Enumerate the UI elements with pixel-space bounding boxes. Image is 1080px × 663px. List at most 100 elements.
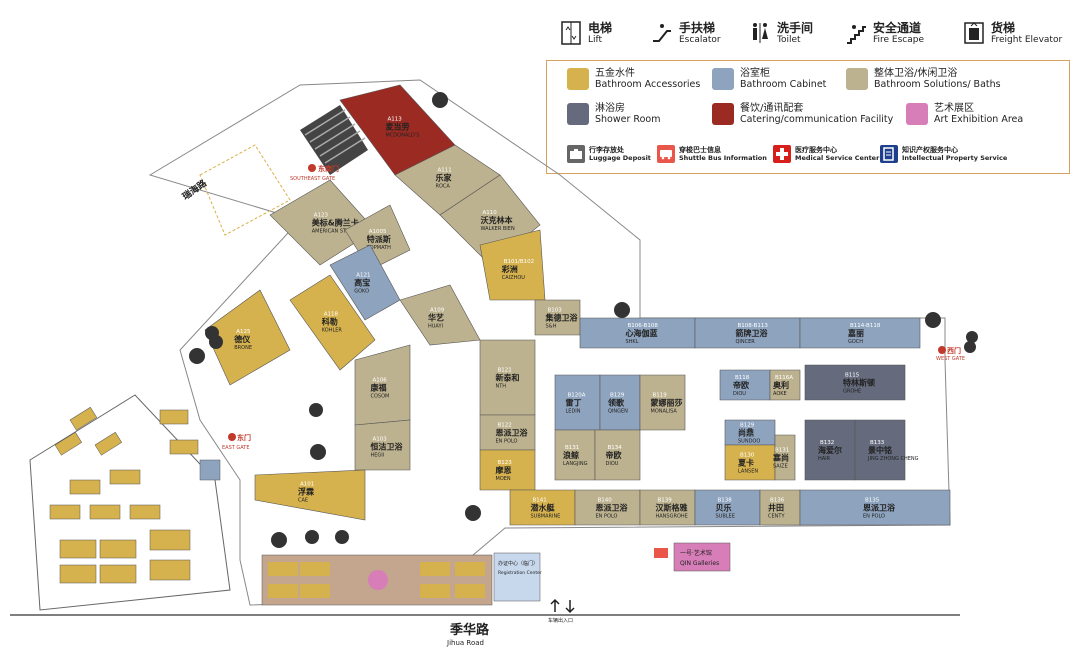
building-outline: [148, 79, 951, 606]
shop-unit[interactable]: [639, 374, 686, 431]
shop-name-en: GOKO: [354, 289, 369, 295]
svg-text:西门: 西门: [947, 346, 961, 355]
shop-name: 特派斯: [367, 234, 391, 244]
svg-text:SOUTHEAST GATE: SOUTHEAST GATE: [290, 176, 335, 182]
shop-name-en: SUBLEE: [716, 514, 735, 520]
shop-code: A123: [314, 213, 329, 219]
food-court: [261, 554, 493, 606]
shop-name-en: HAIR: [818, 456, 831, 462]
swatch-bathroom-cabinet: [712, 68, 734, 90]
shop-name: 井田: [768, 503, 784, 513]
shop-name: 雷丁: [566, 399, 582, 408]
shop-code: B123: [498, 460, 513, 466]
shop-name-en: HUAYI: [428, 324, 443, 330]
shop-name-en: KOHLER: [322, 327, 343, 333]
shop-unit[interactable]: [799, 489, 951, 526]
shop-units: A113麦当劳MCDONALD'SA111乐家ROCAA110沃克林本WALKE…: [204, 84, 951, 526]
shop-code: B122: [498, 423, 512, 429]
shop-unit[interactable]: [799, 317, 921, 349]
svg-text:东门: 东门: [237, 433, 251, 442]
shop-code: B130: [740, 453, 755, 459]
vehicle-entrance: 车辆出入口: [548, 598, 575, 624]
shop-name-en: MONALISA: [651, 409, 678, 415]
shop-code: B103: [548, 308, 563, 314]
shop-code: B108-B113: [738, 323, 769, 329]
shop-name: 嘉丽: [847, 328, 864, 338]
shop-name-en: DIOU: [733, 391, 746, 397]
shop-name: 彩洲: [501, 264, 518, 274]
shop-unit[interactable]: [289, 274, 376, 371]
shop-unit[interactable]: [594, 429, 641, 481]
shop-unit[interactable]: [354, 419, 411, 471]
ip-service-icon: [880, 145, 898, 163]
lift-icon: [189, 92, 941, 548]
svg-text:东南门: 东南门: [318, 164, 339, 173]
shop-unit[interactable]: [254, 469, 366, 521]
shop-code: B141: [533, 498, 547, 504]
shop-code: B139: [658, 498, 673, 504]
shop-name-en: CAE: [298, 497, 308, 503]
road-label-jihua-en: Jihua Road: [446, 639, 484, 647]
shop-unit[interactable]: [774, 434, 796, 481]
shop-name: 塞尚: [772, 453, 789, 463]
shop-code: A103: [373, 436, 388, 442]
gate-east: 东门 EAST GATE: [222, 433, 251, 451]
shop-name-en: HEGII: [371, 452, 385, 458]
shop-code: B119: [653, 393, 668, 399]
shop-name-en: EN POLO: [596, 514, 618, 520]
shop-code: B131: [775, 448, 789, 454]
toilet-icon: [205, 326, 978, 544]
shop-name-en: EN POLO: [863, 514, 885, 520]
shop-name-en: ROCA: [436, 184, 451, 190]
shop-name: 康福: [371, 383, 387, 393]
shop-code: A113: [388, 116, 403, 122]
shop-code: A1005: [369, 229, 387, 235]
swatch-bathroom-solutions: [846, 68, 868, 90]
svg-text:一号·艺术馆: 一号·艺术馆: [680, 549, 712, 557]
shop-code: B133: [870, 440, 885, 446]
shop-code: B121: [498, 368, 512, 374]
shop-name-en: EN POLO: [496, 439, 518, 445]
swatch-catering: [712, 103, 734, 125]
shop-name: 领歌: [608, 398, 625, 408]
shop-code: B129: [740, 423, 755, 429]
shop-unit[interactable]: [769, 369, 801, 401]
shop-code: A110: [483, 210, 498, 216]
shop-name: 高宝: [354, 278, 370, 288]
shop-name-en: SUNDOO: [738, 439, 760, 445]
shop-name: 心海伽蓝: [626, 328, 658, 338]
shop-unit[interactable]: [804, 364, 906, 401]
shop-name: 华艺: [428, 313, 444, 323]
shop-code: B131: [565, 445, 579, 451]
shop-name-en: LEDIN: [566, 409, 581, 415]
shop-name: 科勒: [322, 316, 338, 326]
road-label-left: 瑞海路: [180, 177, 210, 203]
shop-name-en: GOCH: [848, 339, 863, 345]
shop-name: 恒洁卫浴: [371, 441, 404, 451]
shop-name-en: GROHE: [843, 389, 861, 395]
shop-code: B106-B108: [628, 323, 659, 329]
shop-unit[interactable]: [204, 289, 291, 386]
swatch-shower-room: [567, 103, 589, 125]
shop-name: 海爱尔: [818, 445, 842, 455]
shop-name-en: DIOU: [606, 461, 619, 467]
shop-unit[interactable]: [854, 419, 906, 481]
swatch-bathroom-accessories: [567, 68, 589, 90]
shop-name: 浪鲸: [563, 450, 579, 460]
shop-code: B101/B102: [504, 259, 534, 265]
shop-code: B129: [610, 393, 625, 399]
shop-name: 蒙娜丽莎: [651, 398, 683, 408]
shop-name: 沃克林本: [481, 215, 513, 225]
svg-text:EAST GATE: EAST GATE: [222, 445, 250, 451]
shop-name-en: MOEN: [496, 476, 511, 482]
shop-name: 德仪: [234, 334, 251, 344]
shop-name: 潜水艇: [531, 503, 556, 513]
